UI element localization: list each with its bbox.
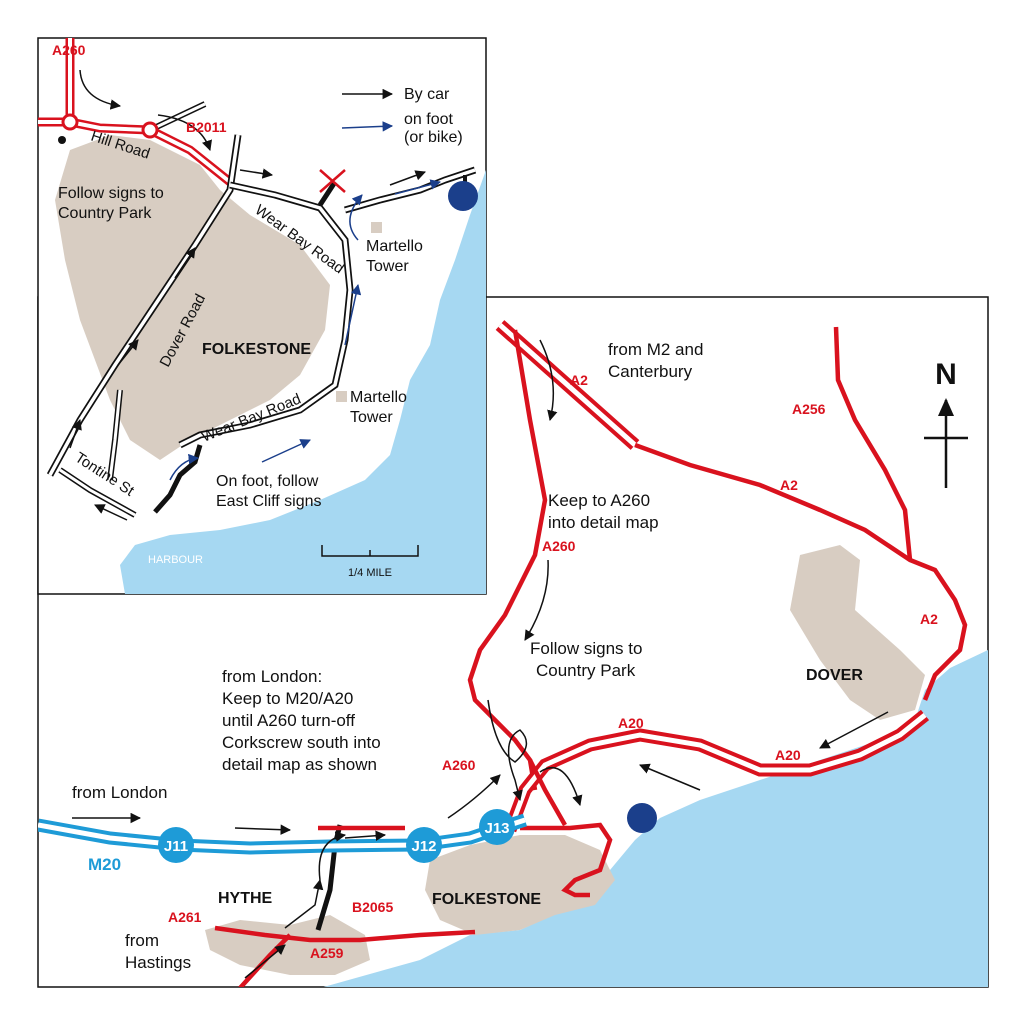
svg-text:from M2 and: from M2 and: [608, 340, 703, 359]
detail-folkestone-town-area: [55, 135, 330, 460]
legend-by-car: By car: [404, 86, 450, 103]
svg-text:J11: J11: [164, 838, 188, 855]
label-martello-tower-2: Martello Tower: [350, 389, 407, 426]
svg-text:On foot, follow: On foot, follow: [216, 473, 319, 490]
a259-road: [214, 925, 476, 943]
label-a20-lower: A20: [775, 747, 801, 763]
a261-road: [238, 933, 292, 987]
svg-text:East Cliff signs: East Cliff signs: [216, 493, 322, 510]
svg-text:Country Park: Country Park: [536, 661, 636, 680]
svg-text:Keep to A260: Keep to A260: [548, 491, 650, 510]
svg-text:Follow signs to: Follow signs to: [58, 185, 164, 202]
label-m20: M20: [88, 855, 121, 874]
label-a256: A256: [792, 401, 826, 417]
martello-tower-marker-2: [336, 391, 347, 402]
label-b2011: B2011: [186, 119, 227, 135]
junction-j12: J12: [406, 827, 442, 863]
legend-or-bike: (or bike): [404, 129, 463, 146]
note-follow-signs-overview: Follow signs to Country Park: [530, 639, 642, 680]
detail-destination-marker: [448, 181, 478, 211]
label-folkestone-detail: FOLKESTONE: [202, 341, 311, 358]
label-a2-mid: A2: [780, 477, 798, 493]
label-martello-tower-1: Martello Tower: [366, 238, 423, 275]
car-arrows-detail: [69, 69, 426, 521]
svg-text:detail map as shown: detail map as shown: [222, 755, 377, 774]
north-arrow: N: [924, 358, 968, 488]
label-hythe: HYTHE: [218, 890, 273, 907]
hythe-town-area: [205, 915, 370, 975]
svg-text:from London:: from London:: [222, 667, 322, 686]
label-a2-top: A2: [570, 372, 588, 388]
label-b2065: B2065: [352, 899, 393, 915]
svg-text:Martello: Martello: [350, 389, 407, 406]
overview-sea: [323, 650, 988, 987]
detail-sea: [120, 170, 486, 594]
svg-text:1/4 MILE: 1/4 MILE: [348, 567, 392, 579]
junction-j13: J13: [479, 809, 515, 845]
note-from-m2: from M2 and Canterbury: [608, 340, 703, 381]
svg-text:Follow signs to: Follow signs to: [530, 639, 642, 658]
a256-road: [833, 326, 913, 561]
detail-map: By car on foot (or bike) 1/4 MILE A260 B…: [37, 37, 487, 595]
note-london-instructions: from London: Keep to M20/A20 until A260 …: [222, 667, 381, 774]
martello-tower-marker-1: [371, 222, 382, 233]
legend-on-foot: on foot: [404, 111, 453, 128]
foot-arrows-detail: [169, 179, 442, 481]
svg-text:J12: J12: [411, 838, 436, 855]
note-keep-a260: Keep to A260 into detail map: [548, 491, 659, 532]
label-detail-a260: A260: [52, 42, 86, 58]
svg-text:Keep to M20/A20: Keep to M20/A20: [222, 689, 353, 708]
svg-text:N: N: [935, 358, 957, 391]
a260-road: [467, 329, 548, 791]
note-country-park-detail: Follow signs to Country Park: [58, 185, 164, 222]
svg-text:until A260 turn-off: until A260 turn-off: [222, 711, 355, 730]
label-a260-lower: A260: [442, 757, 476, 773]
svg-text:Tower: Tower: [366, 258, 409, 275]
svg-text:Hastings: Hastings: [125, 953, 191, 972]
country-park-track: [317, 180, 338, 207]
svg-text:Corkscrew south into: Corkscrew south into: [222, 733, 381, 752]
svg-text:Martello: Martello: [366, 238, 423, 255]
label-harbour: HARBOUR: [148, 554, 203, 566]
scale-bar: 1/4 MILE: [321, 545, 419, 579]
a2-road: [634, 442, 968, 701]
svg-text:Country Park: Country Park: [58, 205, 152, 222]
svg-text:Canterbury: Canterbury: [608, 362, 693, 381]
label-folkestone-overview: FOLKESTONE: [432, 891, 541, 908]
label-a260-left: A260: [542, 538, 576, 554]
car-arrows-overview: [72, 339, 889, 979]
legend: By car on foot (or bike): [341, 86, 463, 146]
overview-map: J11 J12 J13: [37, 296, 989, 988]
label-a2-right: A2: [920, 611, 938, 627]
destination-marker: [627, 803, 657, 833]
svg-text:J13: J13: [484, 820, 509, 837]
svg-text:Tower: Tower: [350, 409, 393, 426]
junction-j11: J11: [158, 827, 194, 863]
label-a261: A261: [168, 909, 202, 925]
closed-cross: [319, 169, 346, 193]
folkestone-road-loop: [520, 822, 613, 898]
svg-text:into detail map: into detail map: [548, 513, 659, 532]
svg-text:from: from: [125, 931, 159, 950]
note-from-london: from London: [72, 783, 167, 802]
note-east-cliff: On foot, follow East Cliff signs: [216, 473, 322, 510]
folkestone-town-area: [425, 835, 615, 935]
label-dover: DOVER: [806, 667, 863, 684]
label-a259: A259: [310, 945, 344, 961]
dover-town-area: [790, 545, 925, 720]
note-from-hastings: from Hastings: [125, 931, 191, 972]
label-a20-upper: A20: [618, 715, 644, 731]
